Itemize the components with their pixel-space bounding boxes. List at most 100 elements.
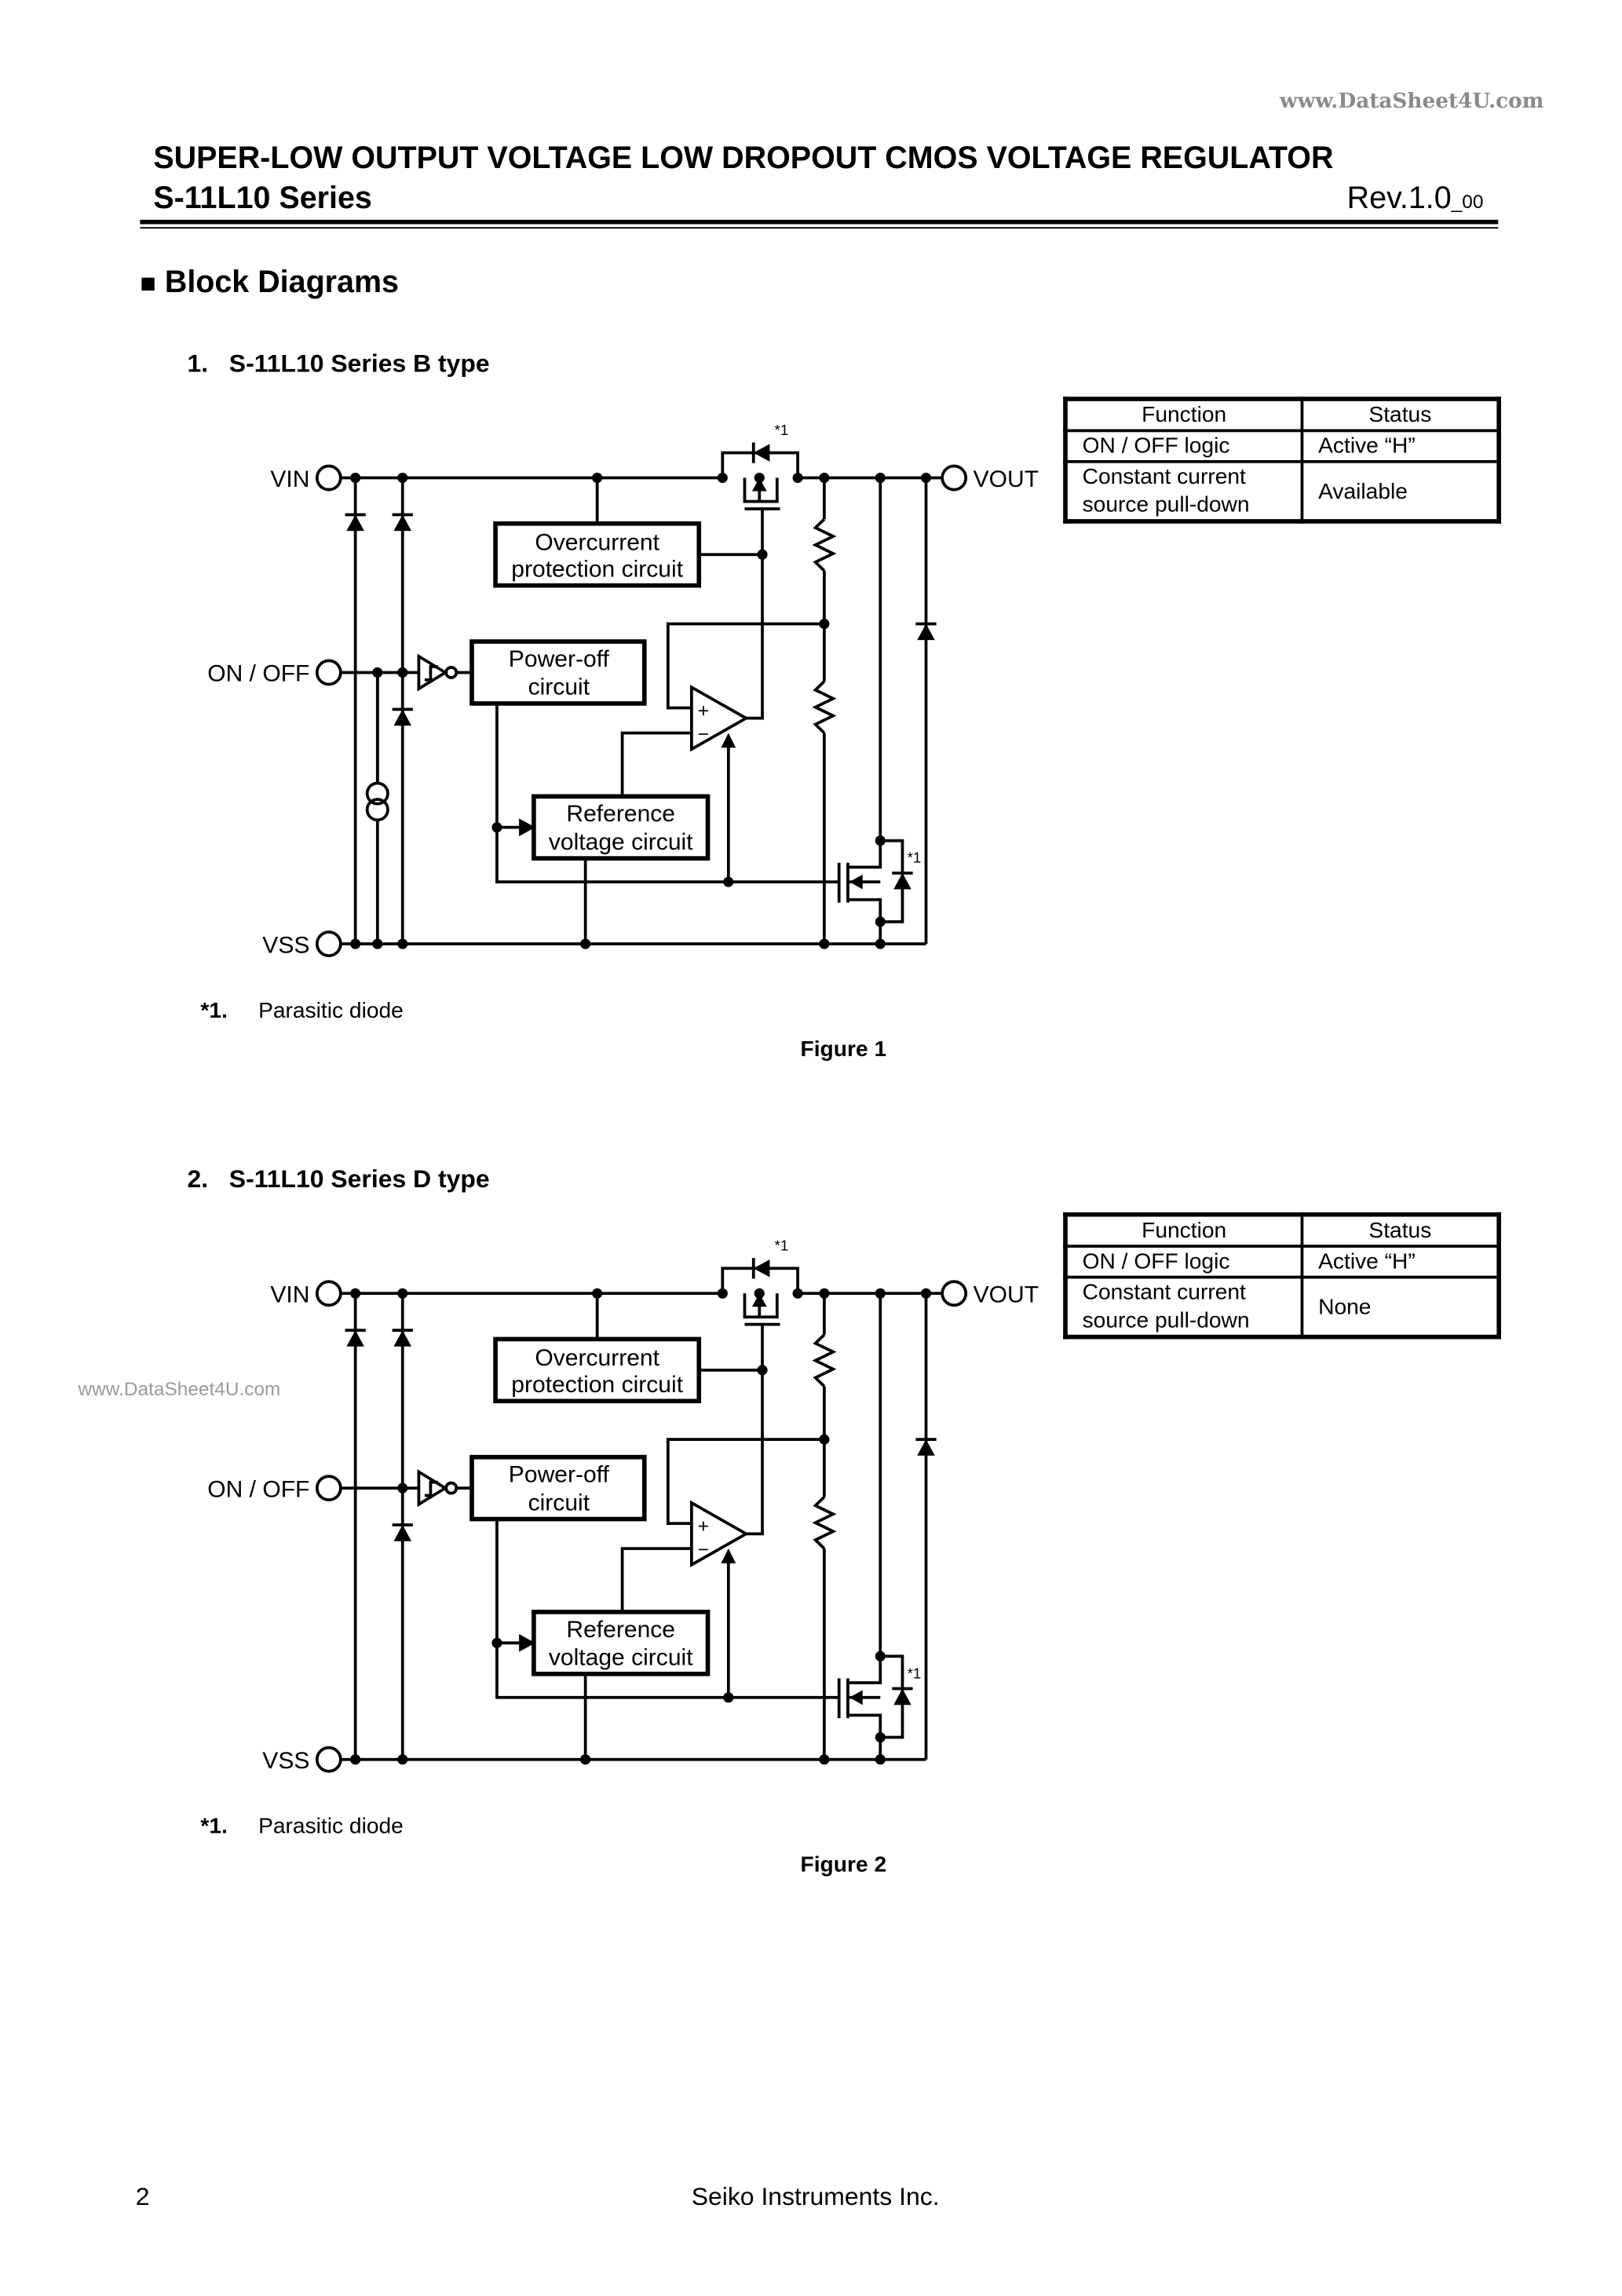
vout-label: VOUT	[974, 466, 1039, 492]
enable-arrow	[721, 733, 736, 748]
wire	[620, 731, 692, 797]
header-status: Status	[1300, 1212, 1501, 1248]
section-heading: ■ Block Diagrams	[140, 265, 399, 301]
figure-caption: Figure 1	[800, 1036, 887, 1062]
vin-terminal	[315, 464, 342, 492]
junction-dot	[397, 667, 408, 678]
enable-arrow	[721, 1548, 736, 1563]
junction-dot	[875, 916, 886, 927]
junction-dot	[819, 1434, 830, 1445]
diode-icon	[917, 623, 935, 641]
resistor-icon	[812, 680, 837, 734]
junction-dot	[875, 1754, 886, 1765]
cell-function: ON / OFF logic	[1064, 1245, 1304, 1279]
watermark-side[interactable]: www.DataSheet4U.com	[78, 1377, 281, 1400]
power-off-label: circuit	[528, 1490, 590, 1515]
pmos-arrow	[751, 477, 767, 492]
parasitic-diode-icon	[753, 444, 770, 462]
wire	[424, 665, 438, 682]
arrow-icon	[519, 818, 535, 836]
diagram-number: 1.	[187, 349, 209, 378]
power-off-box	[469, 1454, 647, 1522]
figure-caption: Figure 2	[800, 1852, 887, 1877]
cell-function: ON / OFF logic	[1064, 429, 1304, 463]
junction-dot	[819, 618, 830, 630]
junction-dot	[717, 1288, 728, 1299]
footnote: *1. Parasitic diode	[200, 999, 403, 1024]
diagram-heading: 1. S-11L10 Series B type	[188, 349, 490, 379]
diode-icon	[393, 1525, 412, 1541]
inverter-bubble	[444, 1481, 458, 1495]
watermark-top[interactable]: www.DataSheet4U.com	[1279, 90, 1544, 114]
junction-dot	[920, 472, 932, 484]
junction-dot	[920, 1288, 932, 1299]
diode-icon	[393, 1330, 412, 1347]
op-amp-plus: +	[698, 700, 709, 722]
junction-dot	[350, 472, 361, 484]
document-title: SUPER-LOW OUTPUT VOLTAGE LOW DROPOUT CMO…	[153, 141, 1334, 176]
junction-dot	[723, 876, 734, 887]
overcurrent-label: Overcurrent	[535, 530, 659, 556]
junction-dot	[350, 1754, 361, 1765]
diagram-title: S-11L10 Series B type	[228, 349, 490, 378]
overcurrent-label: protection circuit	[511, 556, 683, 582]
diode-icon	[346, 1330, 364, 1347]
vout-terminal	[941, 464, 968, 492]
op-amp-plus: +	[698, 1515, 709, 1537]
revision-suffix: _00	[1451, 190, 1484, 213]
vss-label: VSS	[262, 932, 309, 958]
vin-terminal	[315, 1280, 342, 1307]
reference-voltage-box	[532, 1610, 711, 1676]
wire	[847, 898, 882, 945]
junction-dot	[875, 1731, 886, 1743]
resistor-icon	[812, 1333, 837, 1387]
footnote-ref: *1	[908, 1665, 922, 1681]
header-function: Function	[1064, 1212, 1304, 1248]
junction-dot	[717, 472, 728, 484]
overcurrent-protection-box	[493, 1336, 702, 1404]
junction-dot	[350, 1288, 361, 1299]
junction-dot	[397, 472, 408, 484]
resistor-icon	[812, 1496, 837, 1550]
arrow-icon	[519, 1634, 535, 1652]
current-source-icon	[365, 798, 389, 822]
diagram-heading: 2. S-11L10 Series D type	[188, 1165, 490, 1195]
resistor-icon	[812, 517, 837, 572]
footnote-ref: *1	[775, 1238, 789, 1254]
reference-label: voltage circuit	[549, 829, 693, 855]
wire	[666, 622, 824, 710]
junction-dot	[754, 472, 765, 484]
junction-dot	[819, 938, 830, 949]
power-off-label: Power-off	[509, 646, 610, 672]
junction-dot	[819, 1288, 830, 1299]
junction-dot	[875, 1288, 886, 1299]
vout-terminal	[941, 1280, 968, 1307]
wire	[424, 1480, 438, 1497]
junction-dot	[723, 1692, 734, 1703]
footnote-mark: *1.	[200, 1814, 228, 1840]
header-function: Function	[1064, 397, 1304, 433]
vout-label: VOUT	[974, 1281, 1039, 1307]
revision-number: Rev.1.0	[1346, 181, 1452, 216]
junction-dot	[819, 1754, 830, 1765]
wire	[847, 1293, 882, 1684]
cell-function: Constant current source pull-down	[1064, 460, 1304, 523]
junction-dot	[792, 1288, 803, 1299]
vss-label: VSS	[262, 1748, 309, 1774]
vss-terminal	[315, 930, 342, 957]
vss-terminal	[315, 1746, 342, 1773]
junction-dot	[350, 938, 361, 949]
onoff-label: ON / OFF	[207, 661, 309, 687]
cell-status: None	[1300, 1275, 1501, 1339]
junction-dot	[397, 1288, 408, 1299]
diode-icon	[346, 514, 364, 532]
wire	[847, 477, 882, 869]
junction-dot	[397, 938, 408, 949]
junction-dot	[819, 472, 830, 484]
parasitic-diode-icon	[893, 1688, 911, 1706]
diode-icon	[393, 709, 412, 726]
cell-status: Active “H”	[1300, 429, 1501, 463]
